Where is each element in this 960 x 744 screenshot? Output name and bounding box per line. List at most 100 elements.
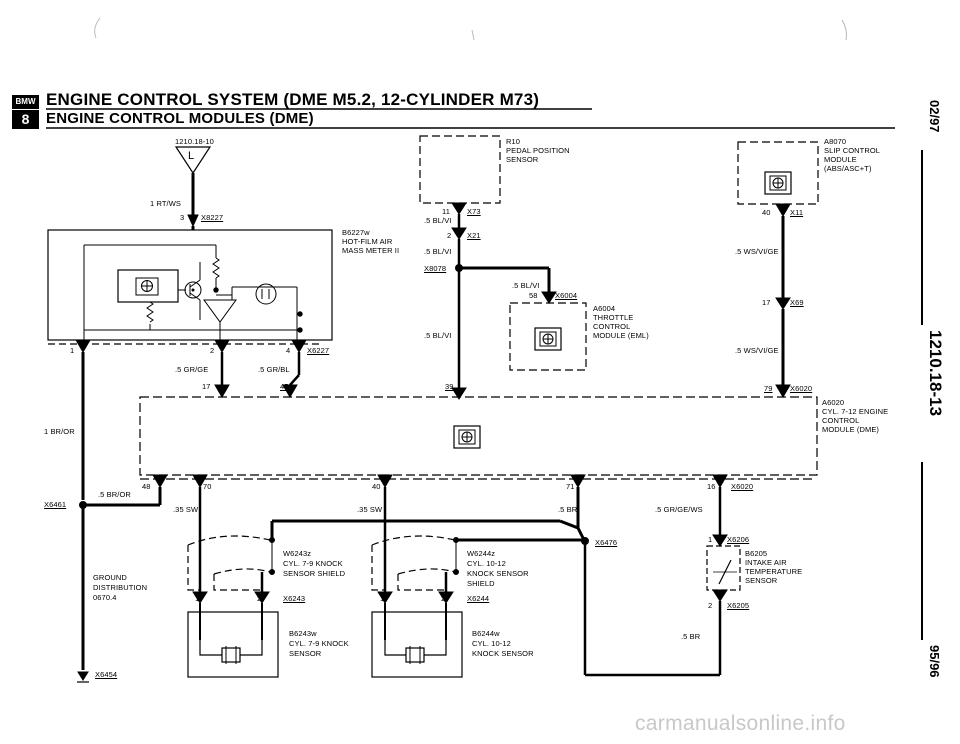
b6244w-label-2: CYL. 10-12 <box>472 639 511 648</box>
wire-sw-1: .35 SW <box>173 505 199 514</box>
wire-bl-vi-3: .5 BL/VI <box>512 281 540 290</box>
conn-x8227: X8227 <box>201 213 224 222</box>
pin-11: 11 <box>442 207 450 216</box>
b6227w-label-1: B6227w <box>342 228 370 237</box>
pin-45: 45 <box>280 382 289 391</box>
wire-br-or-1: 1 BR/OR <box>44 427 75 436</box>
wire-bl-vi-1: .5 BL/VI <box>424 216 452 225</box>
wire-bl-vi-4: .5 BL/VI <box>424 331 452 340</box>
r10-label-3: SENSOR <box>506 155 539 164</box>
pin-39: 39 <box>445 382 454 391</box>
ground-label-1: GROUND <box>93 573 127 582</box>
pin-3: 3 <box>180 213 185 222</box>
b6205-label-1: B6205 <box>745 549 768 558</box>
ground-label-3: 0670.4 <box>93 593 117 602</box>
date-bottom: 95/96 <box>927 645 942 678</box>
b6205-label-2: INTAKE AIR <box>745 558 787 567</box>
a8070-label-4: (ABS/ASC+T) <box>824 164 872 173</box>
pin-70: 70 <box>203 482 212 491</box>
wire-rt-ws: 1 RT/WS <box>150 199 181 208</box>
w6244z-label-1: W6244z <box>467 549 496 558</box>
conn-x6244: X6244 <box>467 594 490 603</box>
a8070-label-2: SLIP CONTROL <box>824 146 881 155</box>
pin-2-x21: 2 <box>447 231 452 240</box>
w6244z-label-3: KNOCK SENSOR <box>467 569 529 578</box>
w6244z-label-2: CYL. 10-12 <box>467 559 506 568</box>
b6227w-label-2: HOT-FILM AIR <box>342 237 393 246</box>
wire-gr-bl: .5 GR/BL <box>258 365 290 374</box>
bmw-logo-top: BMW <box>12 95 39 109</box>
wire-br-1: .5 BR <box>558 505 578 514</box>
conn-x6454: X6454 <box>95 670 118 679</box>
conn-x6243: X6243 <box>283 594 306 603</box>
pin-2-x6243: 2 <box>257 594 262 603</box>
pin-2-x6244: 2 <box>441 594 446 603</box>
pin-2-maf: 2 <box>210 346 215 355</box>
r10-label-1: R10 <box>506 137 521 146</box>
conn-x6020-bottom: X6020 <box>731 482 754 491</box>
conn-x69: X69 <box>790 298 804 307</box>
a6020-label-1: A6020 <box>822 398 845 407</box>
b6243w-label-1: B6243w <box>289 629 317 638</box>
conn-x11: X11 <box>790 208 804 217</box>
w6243z-label-3: SENSOR SHIELD <box>283 569 346 578</box>
b6227w-label-3: MASS METER II <box>342 246 400 255</box>
conn-x6020-top: X6020 <box>790 384 813 393</box>
pin-1-x6243: 1 <box>195 594 200 603</box>
w6243z-label-1: W6243z <box>283 549 312 558</box>
a6004-label-4: MODULE (EML) <box>593 331 649 340</box>
ref-1210-18-10: 1210.18-10 <box>175 137 214 146</box>
watermark: carmanualsonline.info <box>635 712 846 735</box>
conn-x6227: X6227 <box>307 346 330 355</box>
pin-4-maf: 4 <box>286 346 291 355</box>
wire-gr-ge: .5 GR/GE <box>175 365 209 374</box>
w6244z-label-4: SHIELD <box>467 579 495 588</box>
pin-40-x6020: 40 <box>372 482 381 491</box>
a6004-label-1: A6004 <box>593 304 616 313</box>
conn-x21: X21 <box>467 231 481 240</box>
r10-label-2: PEDAL POSITION <box>506 146 570 155</box>
a6020-label-4: MODULE (DME) <box>822 425 880 434</box>
pin-58: 58 <box>529 291 538 300</box>
pin-71: 71 <box>566 482 575 491</box>
conn-x6206: X6206 <box>727 535 750 544</box>
wire-gr-ge-ws: .5 GR/GE/WS <box>655 505 703 514</box>
pin-1-maf: 1 <box>70 346 75 355</box>
conn-x73: X73 <box>467 207 481 216</box>
pin-1-x6244: 1 <box>380 594 385 603</box>
series-badge: 8 <box>12 110 39 129</box>
conn-x6004: X6004 <box>555 291 578 300</box>
pin-17: 17 <box>202 382 211 391</box>
pin-17-x69: 17 <box>762 298 771 307</box>
wire-sw-2: .35 SW <box>357 505 383 514</box>
conn-x6476: X6476 <box>595 538 618 547</box>
b6244w-label-1: B6244w <box>472 629 500 638</box>
a6004-label-3: CONTROL <box>593 322 631 331</box>
b6244w-label-3: KNOCK SENSOR <box>472 649 534 658</box>
pin-16: 16 <box>707 482 716 491</box>
page-title: ENGINE CONTROL SYSTEM (DME M5.2, 12-CYLI… <box>46 90 540 109</box>
pin-48: 48 <box>142 482 151 491</box>
bmw-8-logo: BMW 8 <box>12 95 39 129</box>
b6205-label-4: SENSOR <box>745 576 778 585</box>
conn-x6205: X6205 <box>727 601 750 610</box>
pin-40-x11: 40 <box>762 208 771 217</box>
a6020-label-2: CYL. 7-12 ENGINE <box>822 407 889 416</box>
ground-label-2: DISTRIBUTION <box>93 583 148 592</box>
pin-79: 79 <box>764 384 773 393</box>
wire-ws-vi-ge-2: .5 WS/VI/GE <box>735 346 779 355</box>
a8070-label-1: A8070 <box>824 137 847 146</box>
a8070-label-3: MODULE <box>824 155 857 164</box>
pin-1-x6206: 1 <box>708 535 713 544</box>
a6004-label-2: THROTTLE <box>593 313 634 322</box>
conn-x6461: X6461 <box>44 500 67 509</box>
wire-bl-vi-2: .5 BL/VI <box>424 247 452 256</box>
b6205-label-3: TEMPERATURE <box>745 567 803 576</box>
fuse-label: L <box>188 150 195 162</box>
date-top: 02/97 <box>927 100 942 133</box>
wire-ws-vi-ge-1: .5 WS/VI/GE <box>735 247 779 256</box>
conn-x8078: X8078 <box>424 264 447 273</box>
b6243w-label-2: CYL. 7-9 KNOCK <box>289 639 349 648</box>
